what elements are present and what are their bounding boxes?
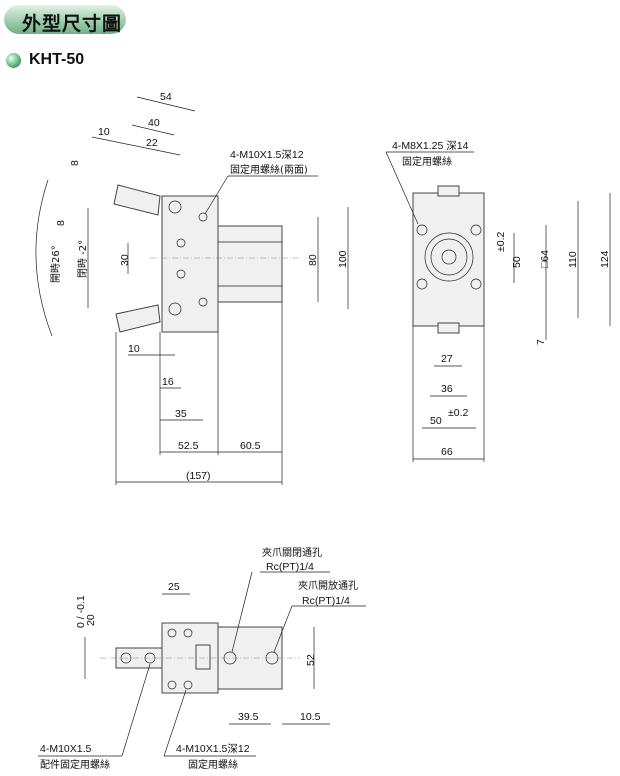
port-open-label: 夾爪開放通孔 bbox=[298, 579, 358, 592]
dim-total: (157) bbox=[186, 470, 211, 482]
dim-80: 80 bbox=[307, 254, 319, 266]
top-dim-52: 52 bbox=[305, 654, 317, 666]
port-close-label: 夾爪關閉通孔 bbox=[262, 547, 322, 559]
dim-22: 22 bbox=[146, 137, 158, 149]
end-dim-124: 124 bbox=[599, 250, 611, 268]
callout-body-thread: 4-M10X1.5深12 bbox=[176, 743, 250, 755]
end-dim-7: 7 bbox=[535, 339, 547, 345]
bullet-icon bbox=[6, 52, 21, 68]
end-dim-66: 66 bbox=[441, 446, 453, 458]
dim-10: 10 bbox=[98, 126, 110, 138]
end-tol-50: ±0.2 bbox=[495, 231, 507, 252]
dim-8-top: 8 bbox=[69, 160, 81, 166]
dim-40: 40 bbox=[148, 117, 160, 129]
angle-open-label: 開時26° bbox=[50, 245, 62, 283]
top-dim-10-5: 10.5 bbox=[300, 711, 321, 723]
callout-mount-desc: 固定用螺絲(兩面) bbox=[230, 163, 308, 176]
end-dim-110: 110 bbox=[567, 251, 579, 268]
end-dim-sq64: □64 bbox=[539, 250, 551, 268]
top-dim-20: 20 bbox=[85, 614, 97, 626]
section-banner: 外型尺寸圖 bbox=[4, 4, 126, 35]
end-callout-thread: 4-M8X1.25 深14 bbox=[392, 140, 469, 152]
dim-b10: 10 bbox=[128, 343, 140, 355]
port-open-thread: Rc(PT)1/4 bbox=[302, 595, 350, 607]
end-tol-h50: ±0.2 bbox=[448, 407, 469, 419]
dim-54: 54 bbox=[160, 91, 172, 103]
dim-8-bottom: 8 bbox=[55, 220, 67, 226]
port-close-thread: Rc(PT)1/4 bbox=[266, 561, 314, 573]
dim-30: 30 bbox=[119, 254, 131, 266]
end-callout-desc: 固定用螺絲 bbox=[402, 155, 452, 168]
end-dim-50: 50 bbox=[511, 256, 523, 268]
top-tol-20: 0 / -0.1 bbox=[75, 595, 87, 628]
callout-attachment-thread: 4-M10X1.5 bbox=[40, 743, 92, 755]
section-title: 外型尺寸圖 bbox=[22, 13, 123, 35]
model-heading: KHT-50 bbox=[6, 50, 84, 70]
model-name: KHT-50 bbox=[29, 51, 85, 68]
dim-b52-5: 52.5 bbox=[178, 440, 199, 452]
end-dim-36: 36 bbox=[441, 383, 453, 395]
dim-b35: 35 bbox=[175, 408, 187, 420]
dim-b60-5: 60.5 bbox=[240, 440, 261, 452]
dim-100: 100 bbox=[337, 250, 349, 268]
end-view: 4-M8X1.25 深14 固定用螺絲 50 ±0.2 □64 7 110 12… bbox=[385, 140, 611, 462]
end-dim-27: 27 bbox=[441, 353, 453, 365]
callout-attachment-desc: 配件固定用螺絲 bbox=[40, 758, 110, 771]
top-dim-39-5: 39.5 bbox=[238, 711, 259, 723]
end-dim-h50: 50 bbox=[430, 415, 442, 427]
top-view: 25 20 0 / -0.1 52 39.5 10.5 夾爪關閉通孔 Rc(PT… bbox=[38, 547, 366, 771]
dim-b16: 16 bbox=[162, 376, 174, 388]
callout-mount-thread: 4-M10X1.5深12 bbox=[230, 149, 304, 161]
callout-body-desc: 固定用螺絲 bbox=[188, 758, 238, 771]
top-dim-25: 25 bbox=[168, 581, 180, 593]
side-view: 54 40 10 22 8 8 開時26° 閉時 -2° 30 80 100 4… bbox=[35, 91, 349, 485]
angle-close-label: 閉時 -2° bbox=[77, 240, 89, 278]
